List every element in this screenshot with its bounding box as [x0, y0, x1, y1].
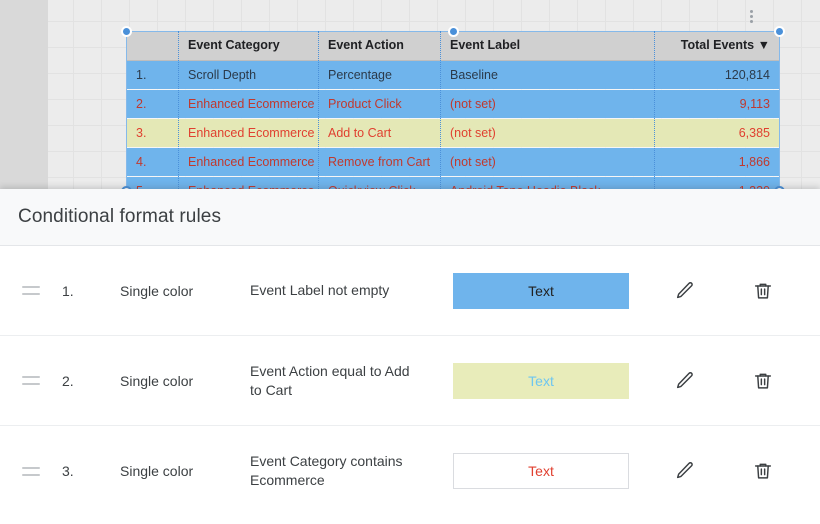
cell-event-label: (not set) [440, 147, 654, 176]
resize-handle-top-left[interactable] [121, 26, 132, 37]
cell-event-label: (not set) [440, 89, 654, 118]
drag-bar-1 [22, 286, 40, 288]
page-title: Conditional format rules [18, 206, 222, 227]
rule-preview-cell[interactable]: Text [436, 272, 646, 309]
column-header-index[interactable] [126, 31, 178, 61]
drag-handle-cell[interactable] [0, 286, 62, 295]
drag-bar-1 [22, 466, 40, 469]
column-header-event-category[interactable]: Event Category [178, 31, 318, 61]
rule-type: Single color [120, 282, 194, 299]
drag-handle-icon[interactable] [22, 466, 40, 476]
cell-total-events: 6,385 [654, 118, 780, 147]
rule-preview-cell[interactable]: Text [436, 362, 646, 399]
sort-descending-icon[interactable]: ▼ [757, 38, 770, 53]
rule-row[interactable]: 3. Single color Event Category contains … [0, 426, 820, 516]
dot-1 [749, 9, 753, 13]
rule-condition: Event Action equal to Add to Cart [250, 362, 410, 398]
event-data-table: Event Category Event Action Event Label … [126, 31, 780, 206]
cell-event-category: Enhanced Ecommerce [178, 89, 318, 118]
cell-event-action: Remove from Cart [318, 147, 440, 176]
rule-index: 3. [62, 463, 74, 479]
pencil-icon[interactable] [670, 456, 700, 486]
rule-row[interactable]: 1. Single color Event Label not empty Te… [0, 246, 820, 336]
edit-rule-cell[interactable] [646, 456, 724, 486]
rule-type: Single color [120, 372, 194, 389]
trash-icon[interactable] [748, 366, 778, 396]
cell-event-action: Percentage [318, 60, 440, 89]
drag-bar-2 [22, 293, 40, 295]
rule-condition: Event Label not empty [250, 282, 390, 298]
drag-handle-cell[interactable] [0, 466, 62, 476]
rule-preview-cell[interactable]: Text [436, 453, 646, 489]
table-row[interactable]: 3. Enhanced Ecommerce Add to Cart (not s… [126, 118, 780, 147]
dot-2 [749, 14, 753, 18]
table-row[interactable]: 4. Enhanced Ecommerce Remove from Cart (… [126, 147, 780, 176]
rules-list: 1. Single color Event Label not empty Te… [0, 246, 820, 516]
dialog-header: Conditional format rules [0, 189, 820, 246]
drag-handle-icon[interactable] [22, 376, 40, 385]
cell-event-label: (not set) [440, 118, 654, 147]
column-header-total-events[interactable]: Total Events ▼ [654, 31, 780, 61]
cell-total-events: 1,866 [654, 147, 780, 176]
rule-preview-swatch[interactable]: Text [453, 362, 629, 399]
rule-index: 2. [62, 372, 74, 389]
edit-rule-cell[interactable] [646, 366, 724, 396]
column-header-event-label[interactable]: Event Label [440, 31, 654, 61]
resize-handle-top-center[interactable] [448, 26, 459, 37]
table-body: 1. Scroll Depth Percentage Baseline 120,… [126, 60, 780, 205]
cell-event-category: Enhanced Ecommerce [178, 147, 318, 176]
drag-bar-2 [22, 383, 40, 385]
table-row[interactable]: 2. Enhanced Ecommerce Product Click (not… [126, 89, 780, 118]
pencil-icon[interactable] [670, 366, 700, 396]
conditional-format-rules-dialog: Conditional format rules 1. Single color… [0, 189, 820, 524]
delete-rule-cell[interactable] [724, 456, 802, 486]
cell-total-events: 120,814 [654, 60, 780, 89]
delete-rule-cell[interactable] [724, 366, 802, 396]
cell-event-label: Baseline [440, 60, 654, 89]
table-header-row: Event Category Event Action Event Label … [126, 31, 780, 61]
column-header-total-events-label: Total Events [680, 38, 755, 53]
spreadsheet-left-panel [0, 0, 48, 200]
table-row[interactable]: 1. Scroll Depth Percentage Baseline 120,… [126, 60, 780, 89]
table-head: Event Category Event Action Event Label … [126, 31, 780, 61]
rule-type: Single color [120, 463, 194, 479]
drag-handle-icon[interactable] [22, 286, 40, 295]
drag-bar-2 [22, 473, 40, 476]
drag-bar-1 [22, 376, 40, 378]
resize-handle-top-right[interactable] [774, 26, 785, 37]
pencil-icon[interactable] [670, 276, 700, 306]
delete-rule-cell[interactable] [724, 276, 802, 306]
trash-icon[interactable] [748, 276, 778, 306]
selected-table-object[interactable]: Event Category Event Action Event Label … [121, 26, 785, 205]
cell-index: 3. [126, 118, 178, 147]
cell-event-action: Product Click [318, 89, 440, 118]
cell-event-category: Enhanced Ecommerce [178, 118, 318, 147]
more-vert-icon[interactable] [744, 5, 758, 27]
cell-total-events: 9,113 [654, 89, 780, 118]
dot-3 [749, 19, 753, 23]
column-header-event-action[interactable]: Event Action [318, 31, 440, 61]
rule-preview-swatch[interactable]: Text [453, 453, 629, 489]
rule-index: 1. [62, 282, 74, 299]
edit-rule-cell[interactable] [646, 276, 724, 306]
rule-condition: Event Category contains Ecommerce [250, 453, 403, 488]
cell-event-category: Scroll Depth [178, 60, 318, 89]
rule-row[interactable]: 2. Single color Event Action equal to Ad… [0, 336, 820, 426]
cell-index: 1. [126, 60, 178, 89]
drag-handle-cell[interactable] [0, 376, 62, 385]
cell-index: 2. [126, 89, 178, 118]
trash-icon[interactable] [748, 456, 778, 486]
cell-event-action: Add to Cart [318, 118, 440, 147]
rule-preview-swatch[interactable]: Text [453, 272, 629, 309]
cell-index: 4. [126, 147, 178, 176]
